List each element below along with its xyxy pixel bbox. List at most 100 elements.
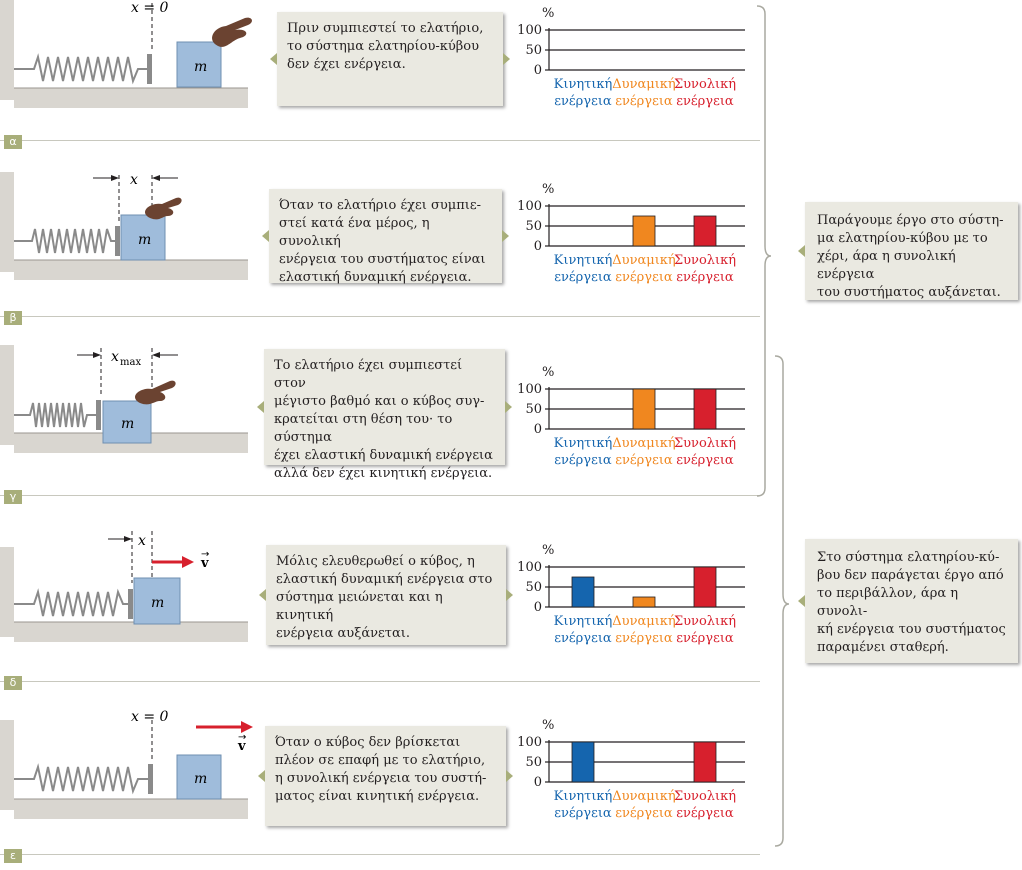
bar xyxy=(693,388,717,430)
tick-label: 0 xyxy=(534,422,542,437)
category-label: ενέργεια xyxy=(615,806,673,821)
panel-tag: α xyxy=(4,135,22,149)
bar xyxy=(693,566,717,608)
axis-unit-label: % xyxy=(542,365,554,380)
category-label: ενέργεια xyxy=(676,270,734,285)
category-label: ενέργεια xyxy=(615,631,673,646)
spring-coil xyxy=(14,763,148,795)
axis-unit-label: % xyxy=(542,543,554,558)
group-braces xyxy=(756,5,790,847)
category-label: Κινητική xyxy=(554,614,613,629)
category-label: Κινητική xyxy=(554,436,613,451)
category-label: Κινητική xyxy=(554,253,613,268)
dimension-label: x = 0 xyxy=(131,709,169,725)
block-label: m xyxy=(121,416,134,432)
spring-block-scene: x m xyxy=(0,172,248,280)
block-label: m xyxy=(194,771,207,787)
category-label: Δυναμική xyxy=(612,614,675,629)
panel-gamma: x max m Το ελατήριο έχει συμπιεστεί στον… xyxy=(0,345,1022,515)
tick-label: 0 xyxy=(534,775,542,790)
floor xyxy=(14,88,248,108)
panel-tag: ε xyxy=(4,849,22,863)
category-label: ενέργεια xyxy=(554,806,612,821)
wall xyxy=(0,0,14,100)
block xyxy=(176,41,222,88)
category-label: Συνολική xyxy=(674,789,736,804)
category-label: ενέργεια xyxy=(615,453,673,468)
category-label: Δυναμική xyxy=(612,789,675,804)
panel-alpha: x = 0 m Πριν συμπιεστεί το ελατήριο,το σ… xyxy=(0,0,1022,170)
block-label: m xyxy=(151,595,164,611)
tick-label: 0 xyxy=(534,239,542,254)
explanation-callout: Πριν συμπιεστεί το ελατήριο,το σύστημα ε… xyxy=(270,12,510,106)
tick-label: 0 xyxy=(534,600,542,615)
category-label: Συνολική xyxy=(674,436,736,451)
bar xyxy=(632,215,656,247)
category-label: ενέργεια xyxy=(554,94,612,109)
category-label: ενέργεια xyxy=(554,453,612,468)
side-note-constant-energy: Στο σύστημα ελατηρίου-κύ-βου δεν παράγετ… xyxy=(798,539,1018,663)
category-label: ενέργεια xyxy=(554,631,612,646)
bar xyxy=(632,596,656,608)
tick-label: 50 xyxy=(525,219,542,234)
tick-label: 100 xyxy=(517,382,542,397)
spring-coil xyxy=(14,588,128,617)
category-label: Δυναμική xyxy=(612,253,675,268)
spring-block-scene: x m v → xyxy=(0,531,248,642)
tick-label: 100 xyxy=(517,23,542,38)
category-label: Συνολική xyxy=(674,77,736,92)
panel-tag: γ xyxy=(4,490,22,504)
tick-label: 50 xyxy=(525,43,542,58)
brace-top xyxy=(756,5,772,497)
category-label: Κινητική xyxy=(554,789,613,804)
category-label: ενέργεια xyxy=(676,94,734,109)
spring-coil xyxy=(14,228,116,254)
spring-block-scene: x max m xyxy=(0,345,248,453)
panel-beta: x m Όταν το ελατήριο έχει συμπιε-στεί κα… xyxy=(0,172,1022,342)
panel-tag: δ xyxy=(4,676,22,690)
category-label: ενέργεια xyxy=(676,453,734,468)
velocity-label: v xyxy=(200,556,209,571)
dimension-label: x = 0 xyxy=(131,0,169,16)
block-label: m xyxy=(194,59,207,75)
category-label: ενέργεια xyxy=(676,806,734,821)
bar xyxy=(632,388,656,430)
explanation-callout: Όταν το ελατήριο έχει συμπιε-στεί κατά έ… xyxy=(262,189,509,285)
spring-coil xyxy=(14,402,96,428)
block xyxy=(133,577,181,625)
axis-unit-label: % xyxy=(542,6,554,21)
block-label: m xyxy=(138,232,151,248)
category-label: Δυναμική xyxy=(612,77,675,92)
panel-tag: β xyxy=(4,311,22,325)
velocity-label: v xyxy=(237,739,246,754)
category-label: ενέργεια xyxy=(615,94,673,109)
tick-label: 50 xyxy=(525,580,542,595)
bar xyxy=(693,741,717,783)
spring-plate xyxy=(147,54,152,84)
spring-coil xyxy=(14,53,148,85)
svg-text:→: → xyxy=(238,732,246,743)
hand-icon xyxy=(145,197,182,220)
tick-label: 50 xyxy=(525,755,542,770)
tick-label: 0 xyxy=(534,63,542,78)
category-label: Συνολική xyxy=(674,614,736,629)
category-label: Συνολική xyxy=(674,253,736,268)
bar xyxy=(571,576,595,608)
axis-unit-label: % xyxy=(542,718,554,733)
category-label: Δυναμική xyxy=(612,436,675,451)
bar xyxy=(693,215,717,247)
dimension-label: x xyxy=(130,172,138,188)
tick-label: 100 xyxy=(517,199,542,214)
bar xyxy=(571,741,595,783)
tick-label: 100 xyxy=(517,560,542,575)
category-label: ενέργεια xyxy=(554,270,612,285)
axis-unit-label: % xyxy=(542,182,554,197)
tick-label: 50 xyxy=(525,402,542,417)
